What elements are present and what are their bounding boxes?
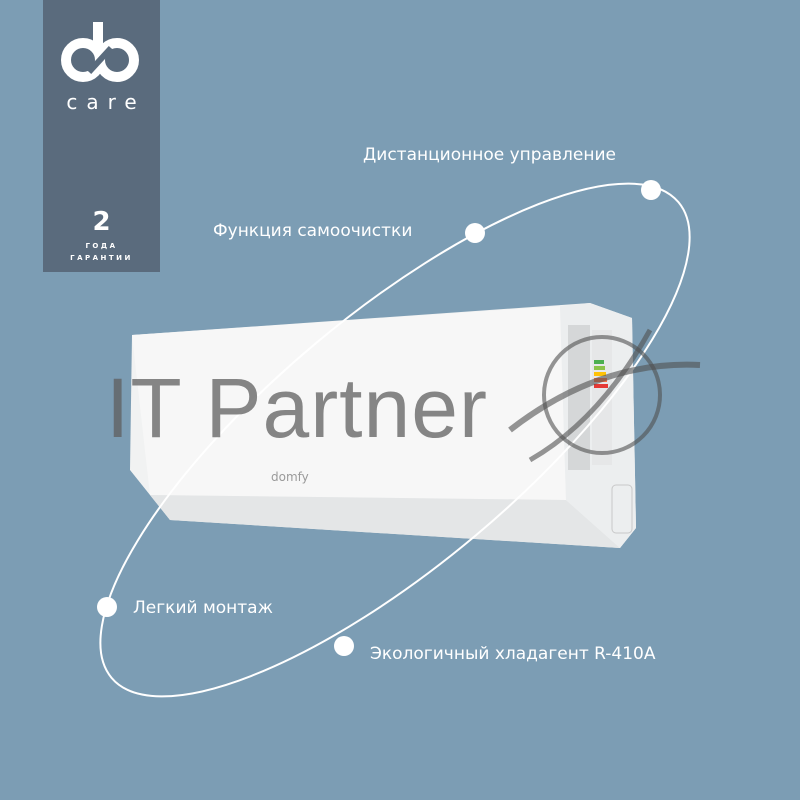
care-logo-icon	[61, 22, 139, 82]
air-conditioner-image	[130, 303, 636, 548]
feature-dot	[465, 223, 485, 243]
warranty-panel: care 2 ГОДА ГАРАНТИИ	[43, 0, 160, 272]
feature-remote-control: Дистанционное управление	[363, 145, 616, 165]
warranty-line1: ГОДА	[85, 242, 118, 250]
feature-dot	[641, 180, 661, 200]
warranty-line2: ГАРАНТИИ	[70, 254, 133, 262]
orbit-ellipse	[99, 182, 691, 698]
warranty-years: 2	[92, 207, 111, 237]
logo-text: care	[66, 90, 146, 114]
feature-dot	[97, 597, 117, 617]
watermark-swoosh-icon	[508, 328, 701, 463]
product-brand: domfy	[271, 470, 309, 484]
watermark-text: IT Partner	[106, 361, 488, 455]
feature-easy-install: Легкий монтаж	[133, 598, 273, 618]
feature-dot	[334, 636, 354, 656]
energy-label	[568, 325, 590, 470]
feature-self-cleaning: Функция самоочистки	[213, 221, 413, 241]
feature-refrigerant: Экологичный хладагент R-410A	[370, 644, 656, 664]
